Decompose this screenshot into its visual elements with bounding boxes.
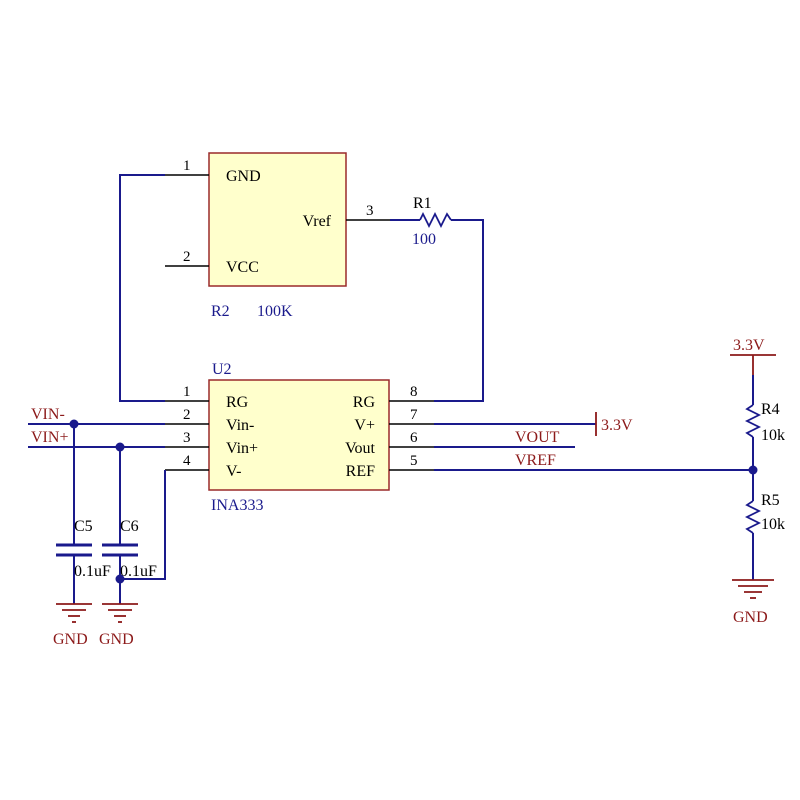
r4-resistor[interactable]: R4 10k: [744, 375, 785, 470]
gnd-c5-label: GND: [53, 631, 88, 648]
c6-designator: C6: [120, 518, 139, 535]
r1-value: 100: [412, 231, 436, 248]
u2-pin1-name: RG: [226, 394, 249, 411]
u2-part-number: INA333: [211, 497, 263, 514]
u2-pin5-number: 5: [410, 453, 418, 469]
u2-pin2-name: Vin-: [226, 417, 254, 434]
c5-designator: C5: [74, 518, 93, 535]
u2-pin4-number: 4: [183, 453, 191, 469]
r2-pin1-number: 1: [183, 158, 191, 174]
r4-designator: R4: [761, 401, 780, 418]
junction-c6-gnd: [115, 574, 125, 584]
r1-component[interactable]: R1 100: [390, 195, 452, 248]
r4-value: 10k: [761, 427, 785, 444]
u2-pin3-name: Vin+: [226, 440, 258, 457]
r4-zigzag: [744, 404, 762, 438]
c6-capacitor[interactable]: C6 0.1uF: [102, 447, 157, 604]
power-3v3-divider-label: 3.3V: [733, 337, 765, 354]
r2-component[interactable]: 1 2 3 GND VCC Vref R2 100K: [165, 152, 390, 320]
r2-pin3-name: Vref: [303, 213, 332, 230]
r2-pin2-name: VCC: [226, 259, 259, 276]
power-3v3-u2-label: 3.3V: [601, 417, 633, 434]
gnd-symbol-c5: GND: [53, 603, 92, 648]
wire-r2-pin1-to-u2-pin1: [119, 174, 165, 402]
r2-body: [208, 152, 347, 287]
u2-pin3-number: 3: [183, 430, 191, 446]
wire-u2-pin4-to-gnd: [120, 470, 166, 580]
u2-pin2-number: 2: [183, 407, 191, 423]
u2-pin7-name: V+: [354, 417, 375, 434]
c6-value: 0.1uF: [120, 563, 157, 580]
r2-pin1-name: GND: [226, 168, 261, 185]
u2-pin5-name: REF: [346, 463, 375, 480]
u2-pin4-name: V-: [226, 463, 241, 480]
wire-r1-to-u2-pin8: [434, 219, 484, 402]
u2-pin7-number: 7: [410, 407, 418, 423]
u2-pin1-number: 1: [183, 384, 191, 400]
r1-zigzag: [419, 211, 452, 229]
r5-zigzag: [744, 500, 762, 534]
u2-pin8-name: RG: [353, 394, 376, 411]
u2-pin6-number: 6: [410, 430, 418, 446]
r2-pin2-number: 2: [183, 249, 191, 265]
power-3v3-divider: 3.3V: [730, 337, 776, 375]
power-3v3-u2: 3.3V: [595, 412, 633, 436]
net-label-vin-plus: VIN+: [31, 429, 68, 446]
net-label-vout: VOUT: [515, 429, 560, 446]
gnd-symbol-divider: GND: [732, 579, 774, 626]
u2-pin6-name: Vout: [345, 440, 375, 457]
u2-ina333[interactable]: U2 INA333 1 2 3 4 RG Vin- Vin+ V- 8 7 6 …: [165, 361, 434, 514]
r2-pin3-number: 3: [366, 203, 374, 219]
net-label-vref: VREF: [515, 452, 556, 469]
r5-value: 10k: [761, 516, 785, 533]
r1-designator: R1: [413, 195, 432, 212]
c5-value: 0.1uF: [74, 563, 111, 580]
gnd-c6-label: GND: [99, 631, 134, 648]
u2-body: [208, 379, 390, 491]
r2-designator: R2: [211, 303, 230, 320]
net-label-vin-minus: VIN-: [31, 406, 65, 423]
r5-resistor[interactable]: R5 10k: [744, 470, 785, 580]
c5-capacitor[interactable]: C5 0.1uF: [56, 424, 111, 604]
r5-designator: R5: [761, 492, 780, 509]
r2-value: 100K: [257, 303, 293, 320]
gnd-symbol-c6: GND: [99, 603, 138, 648]
gnd-div-label: GND: [733, 609, 768, 626]
u2-pin8-number: 8: [410, 384, 418, 400]
u2-designator: U2: [212, 361, 232, 378]
